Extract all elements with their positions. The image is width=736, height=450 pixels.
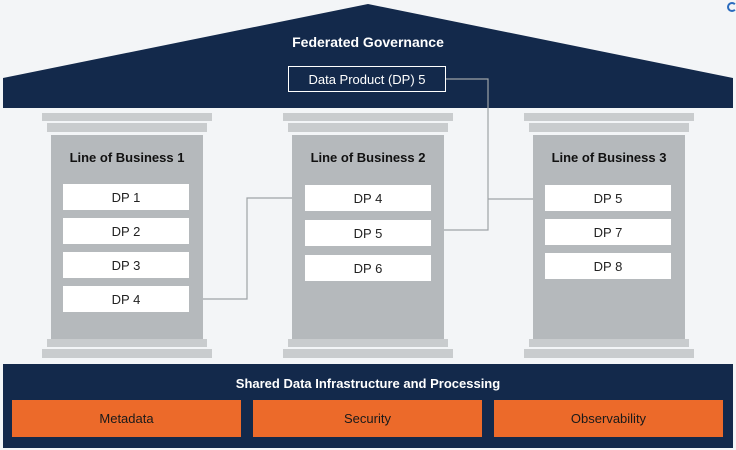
pillar-title: Line of Business 2 bbox=[310, 150, 426, 165]
dp-item: DP 5 bbox=[305, 220, 431, 246]
dp-item: DP 4 bbox=[305, 185, 431, 211]
pillar-title: Line of Business 3 bbox=[551, 150, 667, 165]
service-observability: Observability bbox=[494, 400, 723, 437]
dp-item: DP 3 bbox=[63, 252, 189, 278]
pillar-base-cap-upper bbox=[288, 339, 448, 347]
dp-item: DP 2 bbox=[63, 218, 189, 244]
pillar-base-cap bbox=[283, 349, 453, 358]
pillar-line-of-business-3: Line of Business 3 DP 5 DP 7 DP 8 bbox=[524, 113, 694, 358]
pillar-top-cap-lower bbox=[529, 123, 689, 132]
pillar-title: Line of Business 1 bbox=[69, 150, 185, 165]
pillar-line-of-business-1: Line of Business 1 DP 1 DP 2 DP 3 DP 4 bbox=[42, 113, 212, 358]
pillar-base-cap bbox=[42, 349, 212, 358]
pillar-top-cap-lower bbox=[288, 123, 448, 132]
foundation-title: Shared Data Infrastructure and Processin… bbox=[235, 376, 501, 391]
roof bbox=[3, 4, 733, 108]
service-security: Security bbox=[253, 400, 482, 437]
pillar-base-cap-upper bbox=[47, 339, 207, 347]
pillar-line-of-business-2: Line of Business 2 DP 4 DP 5 DP 6 bbox=[283, 113, 453, 358]
pillar-top-cap bbox=[524, 113, 694, 121]
pillar-top-cap bbox=[42, 113, 212, 121]
pillar-top-cap-lower bbox=[47, 123, 207, 132]
dp-item: DP 7 bbox=[545, 219, 671, 245]
dp-item: DP 5 bbox=[545, 185, 671, 211]
pillar-base-cap-upper bbox=[529, 339, 689, 347]
connector-dp5 bbox=[441, 78, 489, 231]
pillar-top-cap bbox=[283, 113, 453, 121]
connector-dp4 bbox=[200, 197, 292, 300]
dp-item: DP 6 bbox=[305, 255, 431, 281]
corner-ring-icon bbox=[727, 2, 736, 12]
roof-data-product: Data Product (DP) 5 bbox=[288, 66, 446, 92]
roof-title: Federated Governance bbox=[292, 34, 444, 50]
dp-item: DP 8 bbox=[545, 253, 671, 279]
dp-item: DP 1 bbox=[63, 184, 189, 210]
pillar-base-cap bbox=[524, 349, 694, 358]
dp-item: DP 4 bbox=[63, 286, 189, 312]
service-metadata: Metadata bbox=[12, 400, 241, 437]
